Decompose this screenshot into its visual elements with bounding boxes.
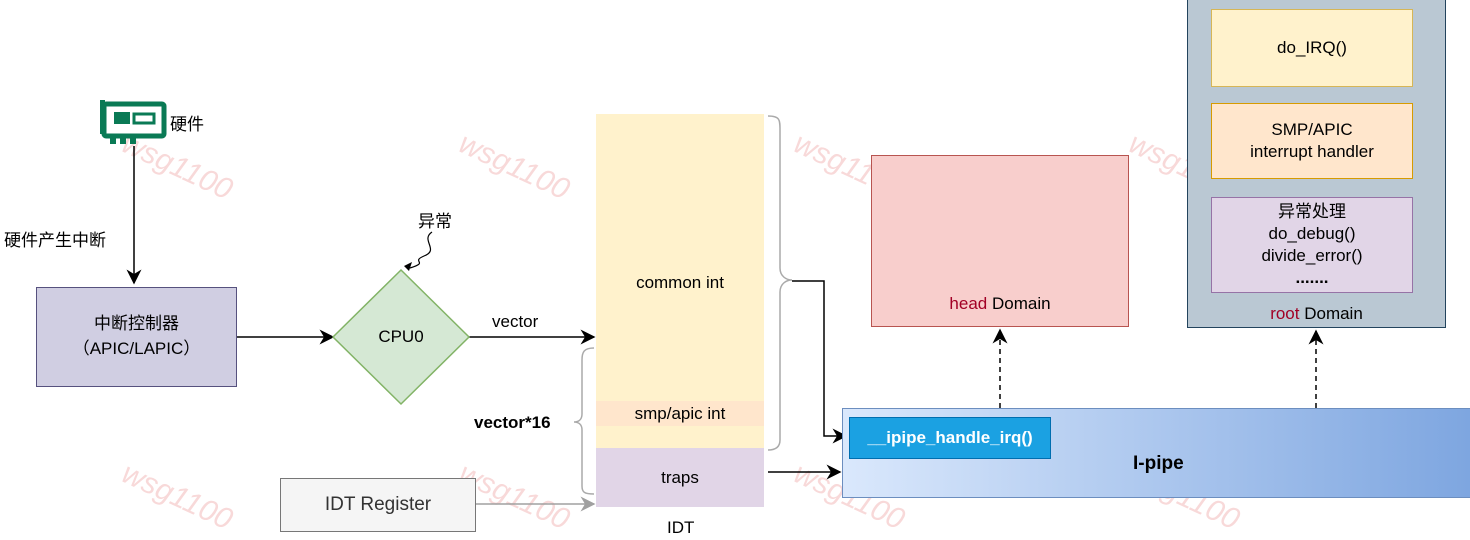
ipipe-handler: __ipipe_handle_irq() — [849, 417, 1051, 459]
exc-handler-line2: do_debug() — [1268, 223, 1356, 243]
exc-handler-line3: divide_error() — [1261, 246, 1363, 265]
do-irq-box: do_IRQ() — [1211, 9, 1413, 87]
root-domain-suffix: Domain — [1299, 304, 1363, 323]
smp-handler-line2: interrupt handler — [1250, 142, 1374, 161]
idt-gap — [596, 426, 764, 448]
cpu-diamond — [331, 268, 471, 406]
exception-squiggle — [409, 231, 433, 269]
idt-register: IDT Register — [280, 478, 476, 532]
root-domain: do_IRQ() SMP/APIC interrupt handler 异常处理… — [1187, 0, 1446, 328]
exception-handler-box: 异常处理 do_debug() divide_error() ....... — [1211, 197, 1413, 293]
vector-label: vector — [492, 312, 539, 331]
root-word: root — [1270, 304, 1300, 323]
smp-apic-handler-box: SMP/APIC interrupt handler — [1211, 103, 1413, 179]
interrupt-controller: 中断控制器 （APIC/LAPIC） — [36, 287, 237, 387]
brace-vector16 — [573, 347, 595, 495]
hw-interrupt-label: 硬件产生中断 — [4, 226, 106, 251]
controller-title: 中断控制器 — [94, 314, 179, 334]
idt-traps: traps — [596, 448, 764, 507]
root-domain-label: root Domain — [1188, 304, 1445, 324]
idt-common-int: common int — [596, 114, 764, 401]
hardware-label: 硬件 — [170, 115, 204, 134]
exc-handler-line1: 异常处理 — [1278, 201, 1346, 221]
ipipe-bar: __ipipe_handle_irq() I-pipe — [842, 408, 1470, 498]
ipipe-label: I-pipe — [1133, 453, 1184, 474]
arrow-idt-to-handler — [792, 280, 848, 444]
vector16-label: vector*16 — [474, 413, 551, 432]
head-domain-label: head Domain — [872, 294, 1128, 314]
head-word: head — [949, 294, 988, 313]
idt-smp-apic-int: smp/apic int — [596, 401, 764, 426]
smp-handler-line1: SMP/APIC — [1271, 119, 1353, 139]
head-domain-suffix: Domain — [987, 294, 1051, 313]
exception-label: 异常 — [418, 212, 452, 231]
cpu-label: CPU0 — [378, 327, 424, 346]
head-domain: head Domain — [871, 155, 1129, 327]
controller-subtitle: （APIC/LAPIC） — [72, 339, 201, 358]
network-card-icon — [100, 100, 167, 144]
brace-common — [767, 115, 793, 451]
exc-handler-line4: ....... — [1295, 268, 1329, 288]
hardware-node: 硬件 — [100, 98, 220, 148]
idt-caption: IDT — [667, 518, 695, 537]
idt-table: common int smp/apic int traps — [596, 114, 764, 507]
